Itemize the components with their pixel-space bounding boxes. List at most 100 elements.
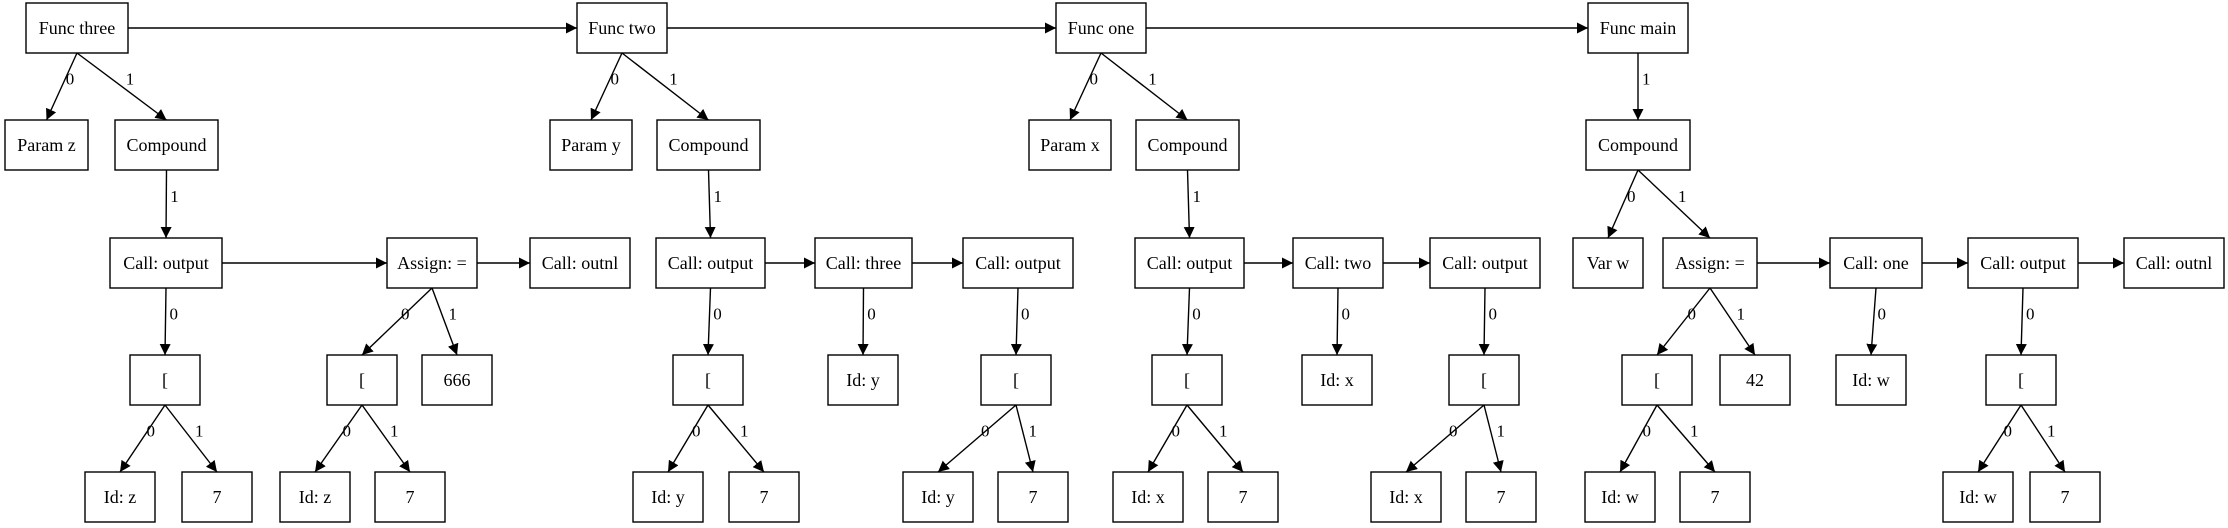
node-box	[421, 354, 493, 406]
node-label: Call: output	[123, 253, 209, 273]
node-id-x: Id: x	[1301, 354, 1373, 406]
edge-f2-to-c2: 1	[621, 52, 709, 121]
edge-label: 1	[1193, 187, 1202, 206]
node-box	[25, 2, 129, 54]
edge-line	[704, 169, 716, 239]
node-id-y: Id: y	[902, 471, 974, 523]
edge-br1a-to-idx1: 0	[1147, 404, 1188, 473]
edge-label: 1	[170, 187, 179, 206]
node-box	[1134, 237, 1245, 289]
node-box	[1719, 354, 1791, 406]
node-compound: Compound	[1135, 119, 1240, 171]
edge-label: 0	[2026, 305, 2035, 324]
edge-f3-to-c3: 1	[76, 52, 167, 121]
node-box	[1942, 471, 2014, 523]
node-box	[549, 119, 633, 171]
node-box	[1207, 471, 1279, 523]
edge-label: 0	[401, 305, 410, 324]
edge-brma-to-idw1: 0	[1619, 404, 1658, 473]
node-label: Call: output	[1147, 253, 1233, 273]
edge-line	[45, 52, 78, 121]
edge-f1-to-c1: 1	[1100, 52, 1188, 121]
edge-fm-to-cm: 1	[1632, 53, 1651, 120]
edge-label: 1	[2047, 422, 2056, 441]
edge-label: 0	[867, 305, 876, 324]
node-box	[672, 354, 744, 406]
node-call-one: Call: one	[1829, 237, 1923, 289]
node-box	[374, 471, 446, 523]
edge-asm-to-n42: 1	[1709, 287, 1756, 356]
node-func-main: Func main	[1587, 2, 1689, 54]
node-label: Compound	[1147, 135, 1227, 155]
node-box	[655, 237, 766, 289]
node-7: 7	[2029, 471, 2101, 523]
edge-line	[1147, 404, 1188, 473]
node-call-output: Call: output	[1967, 237, 2079, 289]
edge-br3a-to-idz1: 0	[119, 404, 166, 473]
edge-label: 1	[449, 305, 458, 324]
edge-line	[159, 287, 171, 356]
edge-label: 0	[2004, 422, 2013, 441]
edge-line	[2020, 404, 2066, 473]
node-box	[1112, 471, 1184, 523]
node-42: 42	[1719, 354, 1791, 406]
node-box	[2123, 237, 2225, 289]
edge-label: 1	[1690, 422, 1699, 441]
node-label: Id: w	[1601, 487, 1639, 507]
edge-label: 0	[611, 70, 620, 89]
edge-line	[1656, 287, 1711, 356]
node-bracket: [	[1621, 354, 1693, 406]
edge-label: 0	[343, 422, 352, 441]
node-label: Call: output	[1442, 253, 1528, 273]
edge-line	[160, 169, 172, 239]
edge-line	[76, 52, 167, 121]
node-box	[1301, 354, 1373, 406]
node-bracket: [	[1151, 354, 1223, 406]
edge-f1-to-px: 0	[1069, 52, 1102, 121]
node-call-outnl: Call: outnl	[529, 237, 631, 289]
edge-br1b-to-s7f: 1	[1483, 404, 1505, 473]
edge-cm-to-asm: 1	[1637, 169, 1711, 239]
node-box	[1584, 471, 1656, 523]
edge-co1a-to-br1a: 0	[1181, 287, 1201, 356]
edge-line	[702, 287, 714, 356]
node-box	[1621, 354, 1693, 406]
edge-line	[1331, 287, 1343, 356]
node-label: Compound	[1598, 135, 1678, 155]
node-box	[84, 471, 156, 523]
edge-label: 1	[669, 70, 678, 89]
node-box	[1662, 237, 1758, 289]
node-compound: Compound	[656, 119, 761, 171]
edge-label: 0	[1090, 70, 1099, 89]
node-label: Param z	[17, 135, 75, 155]
edge-label: 0	[1021, 305, 1030, 324]
edge-line	[667, 404, 709, 473]
node-call-two: Call: two	[1292, 237, 1384, 289]
node-box	[1985, 354, 2057, 406]
edge-f3-to-pz: 0	[45, 52, 78, 121]
node-box	[902, 471, 974, 523]
node-box	[1679, 471, 1751, 523]
edge-line	[621, 52, 709, 121]
node-label: Id: w	[1852, 370, 1890, 390]
edge-line	[1637, 169, 1711, 239]
edge-label: 0	[1172, 422, 1181, 441]
node-label: [	[1013, 370, 1019, 390]
edge-line	[119, 404, 166, 473]
node-666: 666	[421, 354, 493, 406]
edge-brmb-to-s7h: 1	[2020, 404, 2066, 473]
node-label: Call: output	[668, 253, 754, 273]
node-box	[1587, 2, 1689, 54]
edge-br1b-to-idx2: 0	[1405, 404, 1485, 473]
node-label: [	[1184, 370, 1190, 390]
node-call-three: Call: three	[814, 237, 913, 289]
node-7: 7	[181, 471, 253, 523]
node-compound: Compound	[1585, 119, 1691, 171]
node-label: Call: outnl	[2136, 253, 2213, 273]
node-id-z: Id: z	[279, 471, 351, 523]
node-label: Id: y	[651, 487, 685, 507]
edge-label: 0	[1342, 305, 1351, 324]
node-label: Param y	[561, 135, 620, 155]
